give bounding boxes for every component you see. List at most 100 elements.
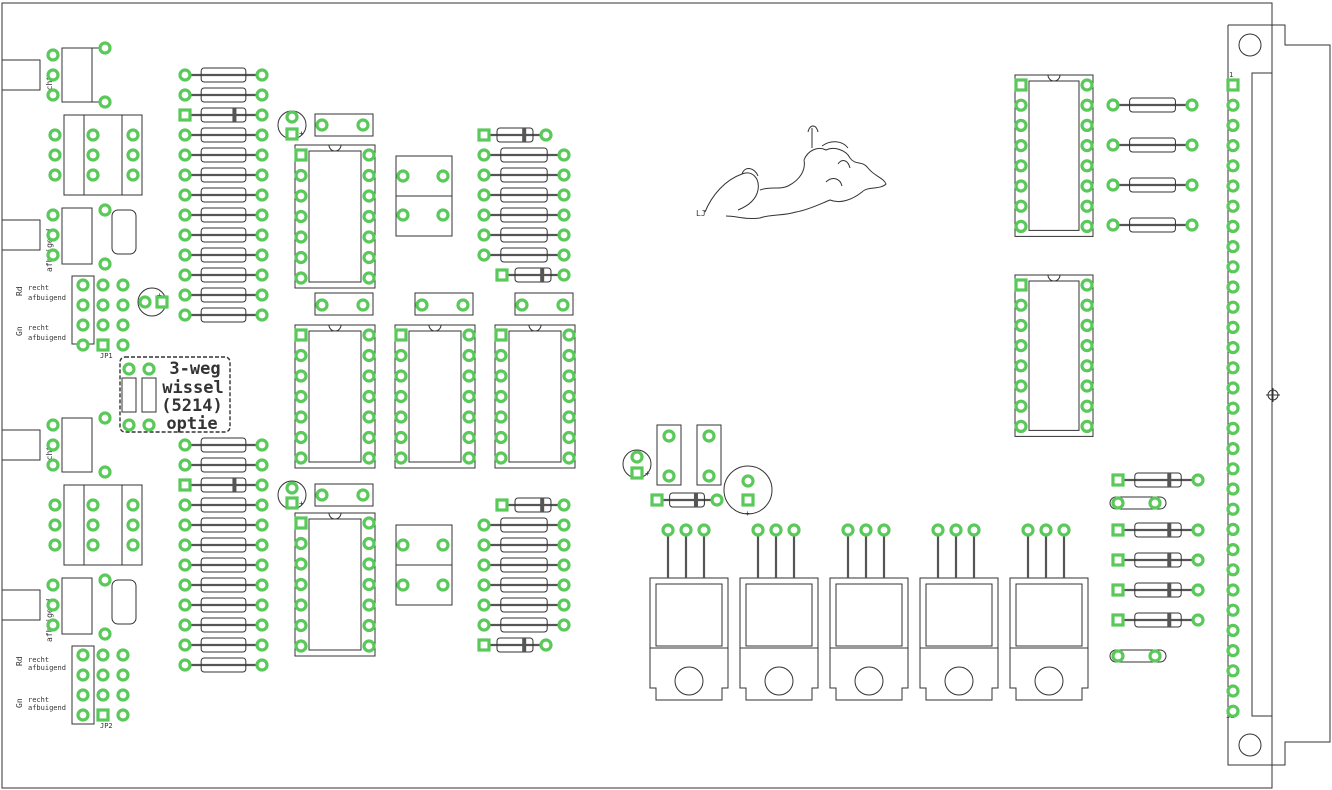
round-pad	[562, 410, 576, 424]
round-pad	[1014, 318, 1028, 332]
round-pad	[96, 298, 110, 312]
round-pad	[562, 451, 576, 465]
resistor-body	[200, 637, 247, 653]
round-pad	[562, 430, 576, 445]
round-pad	[859, 523, 873, 537]
round-pad	[702, 429, 716, 443]
round-pad	[294, 189, 308, 203]
round-pad	[178, 188, 192, 202]
round-pad	[48, 518, 62, 532]
round-pad	[1080, 199, 1094, 213]
round-pad	[415, 298, 429, 312]
round-pad	[98, 627, 112, 641]
round-pad	[86, 168, 100, 182]
jp1-label: JP1	[100, 352, 113, 360]
round-pad	[462, 430, 476, 445]
round-pad	[436, 169, 450, 183]
diode-band	[1167, 473, 1172, 487]
option-box: 3-weg wissel (5214) optie	[119, 356, 231, 434]
round-pad	[557, 558, 571, 572]
round-pad	[1226, 401, 1240, 415]
round-pad	[255, 268, 269, 282]
round-pad	[178, 558, 192, 572]
resistor-body	[500, 597, 548, 613]
round-pad	[178, 538, 192, 552]
option-line-3: (5214)	[161, 396, 222, 416]
round-pad	[178, 128, 192, 142]
round-pad	[362, 148, 376, 162]
resistor-body	[500, 207, 548, 223]
round-pad	[255, 438, 269, 452]
round-pad	[702, 469, 716, 483]
round-pad	[294, 348, 308, 363]
round-pad	[315, 488, 329, 502]
resistor-body	[500, 247, 548, 263]
regulator-die	[655, 583, 723, 647]
diode-band	[1167, 583, 1172, 597]
round-pad	[362, 557, 376, 571]
square-pad	[294, 516, 308, 530]
round-pad	[1106, 138, 1120, 152]
round-pad	[1226, 320, 1240, 334]
round-pad	[255, 618, 269, 632]
round-pad	[557, 228, 571, 242]
round-pad	[741, 474, 755, 488]
recht-label-6: recht	[28, 696, 49, 704]
round-pad	[1226, 421, 1240, 435]
round-pad	[462, 369, 476, 383]
recht-label-2: recht	[28, 284, 49, 292]
round-pad	[294, 639, 308, 653]
regulator-die	[835, 583, 903, 647]
round-pad	[436, 208, 450, 222]
resistor-body	[500, 617, 548, 633]
resistor-body	[514, 497, 552, 513]
round-pad	[46, 48, 60, 62]
cap-plus-2: +	[299, 129, 304, 138]
regulator-tab	[919, 647, 999, 701]
round-pad	[46, 248, 60, 262]
round-pad	[255, 578, 269, 592]
round-pad	[557, 188, 571, 202]
round-pad	[1039, 523, 1053, 537]
round-pad	[294, 271, 308, 285]
resistor-body	[200, 457, 247, 473]
ic-socket-outline	[1014, 74, 1094, 237]
rd-label-2: Rd	[15, 656, 24, 666]
round-pad	[494, 451, 508, 465]
ic-body	[308, 330, 362, 463]
round-pad	[178, 308, 192, 322]
round-pad	[557, 598, 571, 612]
round-pad	[294, 618, 308, 633]
resistor-body	[496, 127, 534, 143]
round-pad	[178, 248, 192, 262]
round-pad	[931, 523, 945, 537]
round-pad	[255, 288, 269, 302]
round-pad	[1226, 623, 1240, 638]
voltage-regulators	[649, 530, 1089, 701]
square-pad	[630, 466, 644, 480]
round-pad	[539, 638, 553, 652]
resistor-body	[200, 227, 247, 243]
round-pad	[1106, 178, 1120, 192]
recht-label-1: recht	[45, 76, 54, 100]
round-pad	[294, 209, 308, 224]
left-section-top: recht afbuigend recht afbuigend Rd recht…	[1, 47, 167, 360]
afbuigend-label-6: afbuigend	[28, 704, 66, 712]
round-pad	[477, 618, 491, 632]
round-pad	[96, 278, 110, 292]
round-pad	[557, 148, 571, 162]
round-pad	[294, 536, 308, 551]
round-pad	[255, 478, 269, 492]
round-pad	[1226, 280, 1240, 294]
round-pad	[1080, 419, 1094, 433]
round-pad	[315, 298, 329, 312]
round-pad	[1185, 138, 1199, 152]
round-pad	[477, 208, 491, 222]
resistor-body	[500, 147, 548, 163]
square-pad	[1014, 278, 1028, 292]
round-pad	[46, 598, 60, 612]
resistor-body	[200, 497, 247, 513]
round-pad	[539, 128, 553, 142]
resistor-body	[669, 492, 705, 508]
